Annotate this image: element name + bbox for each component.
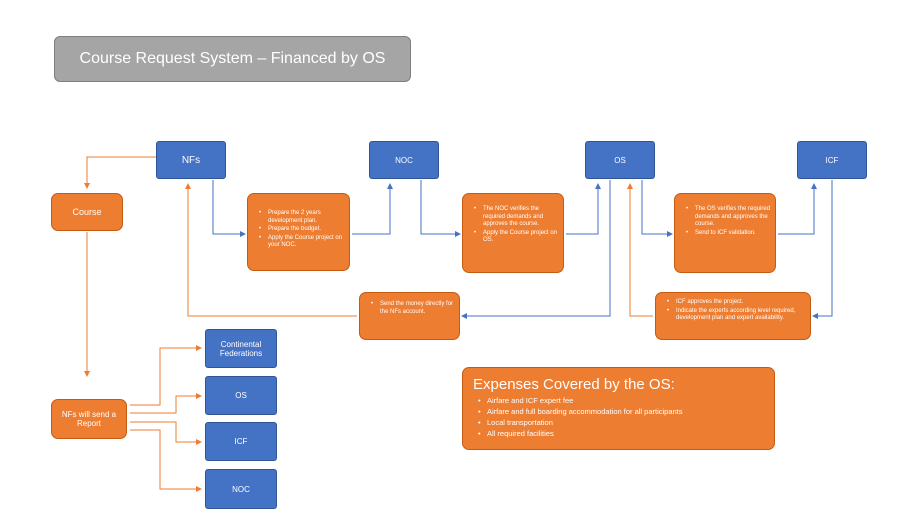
arrow-icf-to-step4: [812, 180, 833, 319]
arrow-step2-to-os: [566, 183, 601, 235]
arrow-report-to-os: [130, 393, 202, 414]
icf-node-label: ICF: [825, 155, 839, 165]
step2-item-1: The NOC verifies the required demands an…: [474, 206, 559, 229]
report-os-node: OS: [205, 376, 277, 415]
noc-node-label: NOC: [395, 155, 413, 165]
expenses-item: Airfare and full boarding accommodation …: [478, 407, 764, 417]
report-noc-node-label: NOC: [232, 484, 250, 494]
report-noc-node: NOC: [205, 469, 277, 509]
report-node: NFs will send a Report: [51, 399, 127, 439]
expenses-item: All required facilities: [478, 429, 764, 439]
arrow-noc-to-step2: [420, 180, 461, 237]
step1-item-2: Prepare the budget.: [259, 226, 345, 234]
arrow-step4-to-os: [627, 183, 653, 317]
step-icf-approves: ICF approves the project. Indicate the e…: [655, 292, 811, 340]
step-os-verifies: The OS verifies the required demands and…: [674, 193, 776, 273]
report-icf-node: ICF: [205, 422, 277, 461]
step-prepare-plan: Prepare the 2 years development plan. Pr…: [247, 193, 350, 271]
report-os-node-label: OS: [235, 391, 247, 400]
arrow-step5-to-nfs: [185, 183, 357, 317]
icf-node: ICF: [797, 141, 867, 179]
expenses-title: Expenses Covered by the OS:: [473, 376, 675, 393]
step-noc-verifies: The NOC verifies the required demands an…: [462, 193, 564, 273]
continental-node: Continental Federations: [205, 329, 277, 368]
page-title-text: Course Request System – Financed by OS: [79, 50, 386, 67]
continental-node-label: Continental Federations: [219, 339, 263, 358]
arrow-nfs-to-course: [84, 156, 156, 189]
page-title: Course Request System – Financed by OS: [54, 36, 411, 82]
step4-item-1: ICF approves the project.: [667, 299, 806, 307]
arrow-report-to-icf: [130, 421, 202, 445]
report-node-label: NFs will send a Report: [61, 410, 117, 428]
report-icf-node-label: ICF: [234, 437, 248, 446]
arrow-step3-to-icf: [778, 183, 817, 235]
course-node-label: Course: [72, 207, 102, 217]
expenses-item: Local transportation: [478, 418, 764, 428]
nfs-node: NFs: [156, 141, 226, 179]
step2-item-2: Apply the Course project on OS.: [474, 230, 559, 245]
nfs-node-label: NFs: [181, 154, 201, 166]
noc-node: NOC: [369, 141, 439, 179]
arrow-os-to-step3: [641, 180, 673, 237]
step4-item-2: Indicate the experts according level req…: [667, 308, 806, 323]
step-send-money: Send the money directly for the NFs acco…: [359, 292, 460, 340]
arrow-os-to-step5: [461, 180, 611, 319]
os-node-label: OS: [614, 155, 626, 165]
step5-item-1: Send the money directly for the NFs acco…: [371, 301, 455, 316]
step1-item-1: Prepare the 2 years development plan.: [259, 210, 345, 225]
os-node: OS: [585, 141, 655, 179]
expenses-box: Expenses Covered by the OS: Airfare and …: [462, 367, 775, 450]
step1-item-3: Apply the Course project on your NOC.: [259, 235, 345, 250]
arrow-step1-to-noc: [352, 183, 393, 235]
step3-item-2: Send to ICF validation.: [686, 230, 771, 238]
step3-item-1: The OS verifies the required demands and…: [686, 206, 771, 229]
arrow-nfs-to-step1: [212, 180, 246, 237]
arrow-report-to-continental: [130, 345, 202, 406]
course-node: Course: [51, 193, 123, 231]
expenses-item: Airfare and ICF expert fee: [478, 396, 764, 406]
arrow-report-to-noc: [130, 429, 202, 492]
